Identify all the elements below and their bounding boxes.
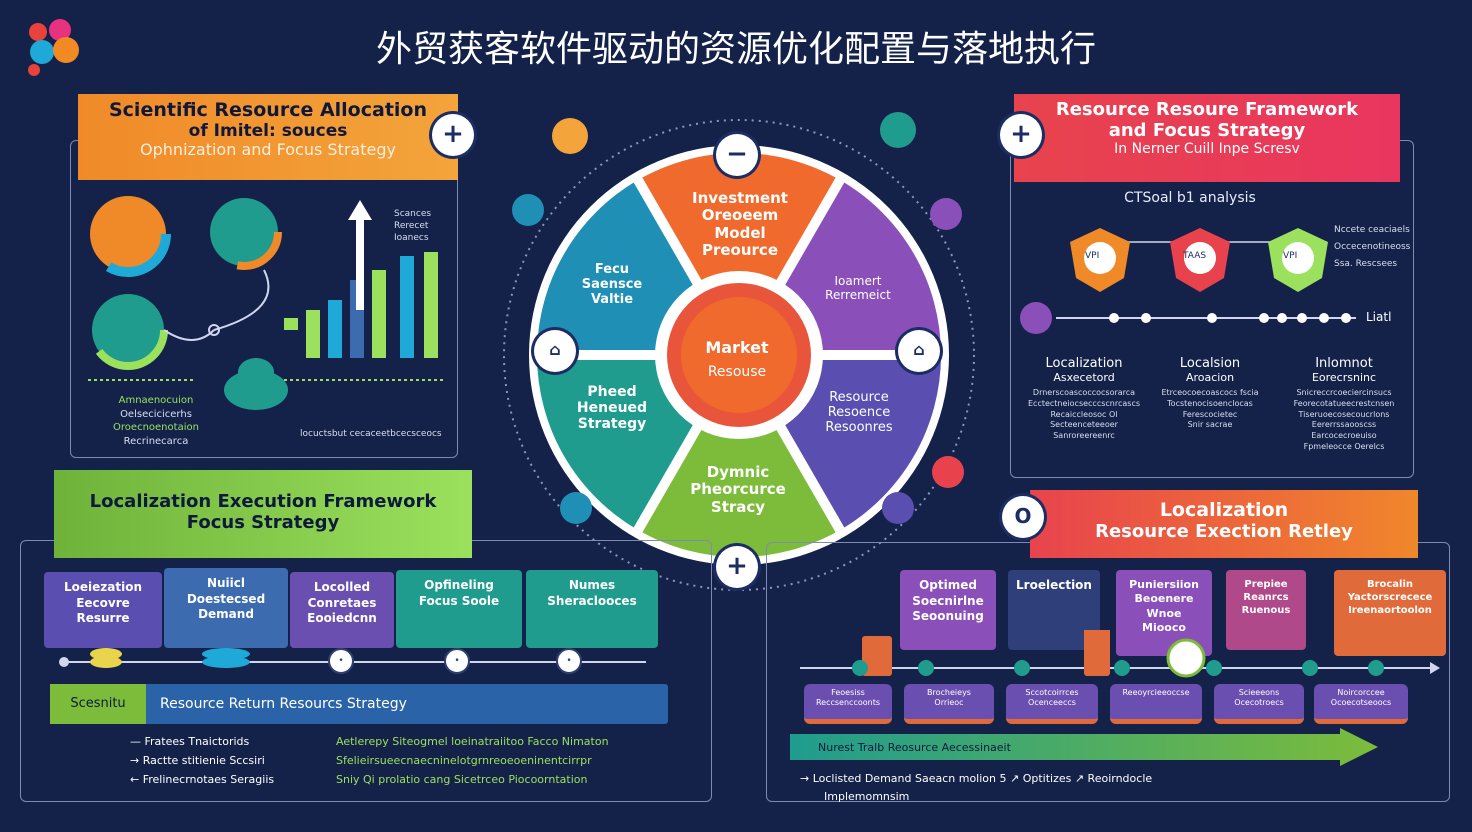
wheel-left-button[interactable]: ⌂: [534, 330, 576, 372]
shield-label: VPI: [1283, 251, 1298, 261]
bottom-right-footer: → Loclisted Demand Saeacn molion 5 ↗ Opt…: [800, 770, 1152, 806]
bottom-right-banner: Localization Resource Exection Retley: [1030, 490, 1418, 558]
bottom-right-circle-button[interactable]: O: [1002, 496, 1044, 538]
top-right-shields: [1020, 228, 1356, 334]
top-left-banner: Scientific Resource Allocation of Imitel…: [78, 94, 458, 180]
framework-step[interactable]: Loeiezation Eecovre Resurre: [44, 572, 162, 648]
top-right-column: Localization Asxecetord Drnerscoascoccoc…: [1027, 356, 1141, 441]
segment-top-label: Investment Oreoeem Model Preource: [692, 189, 788, 259]
strategy-bar[interactable]: Scesnitu Resource Return Resourcs Strate…: [50, 684, 668, 724]
footer-line: → Loclisted Demand Saeacn molion 5 ↗ Opt…: [800, 772, 1153, 785]
top-right-banner-title: Resource Resoure Framework: [1055, 99, 1359, 120]
execution-card[interactable]: Brocalin Yactorscrecece Ireenaortoolon: [1334, 570, 1446, 656]
top-left-axis-caption: locuctsbut cecaceetbcecsceocs: [300, 429, 442, 439]
timeline-node[interactable]: •: [444, 648, 470, 674]
wheel-right-button[interactable]: ⌂: [898, 330, 940, 372]
top-right-column: Localsion Aroacion Etrceocoecoascocs fsc…: [1161, 356, 1259, 430]
top-left-legend: Scances Rerecet Ioanecs: [394, 208, 431, 244]
legend-item: Rerecet: [394, 221, 429, 232]
bottom-right-timeline: [800, 630, 1440, 678]
execution-card[interactable]: Prepiee Reanrcs Ruenous: [1226, 570, 1306, 650]
top-left-plus-button[interactable]: +: [432, 114, 474, 156]
shield-label: VPI: [1085, 251, 1100, 261]
footer-line: Implemomnsim: [824, 790, 910, 803]
shield-label: TAAS: [1183, 251, 1207, 261]
framework-step[interactable]: Nuiicl Doestecsed Demand: [164, 568, 288, 648]
bottom-left-list: — Fratees Tnaictorids → Ractte stitienie…: [130, 732, 274, 789]
timeline-end-label: Liatl: [1366, 310, 1392, 324]
process-pill[interactable]: Scieeeons Ocecotroecs: [1214, 684, 1304, 724]
top-left-banner-subtitle: of Imitel: souces: [188, 120, 348, 141]
execution-card[interactable]: Optimed Soecnirlne Seoonuing: [900, 570, 996, 650]
top-left-charts: [85, 191, 444, 410]
process-pill[interactable]: Sccotcoirrces Ocenceeccs: [1006, 684, 1098, 724]
process-pill[interactable]: Noircorccee Ocoecotseoocs: [1314, 684, 1408, 724]
page-title: 外贸获客软件驱动的资源优化配置与落地执行: [375, 29, 1096, 70]
process-pill[interactable]: Brocheieys Orrieoc: [904, 684, 994, 724]
list-item: → Ractte stitienie Sccsiri: [130, 754, 265, 767]
top-right-plus-button[interactable]: +: [1000, 114, 1042, 156]
wheel-plus-button[interactable]: +: [716, 546, 758, 588]
center-wheel: [503, 112, 975, 591]
top-left-banner-caption: Ophnization and Focus Strategy: [140, 140, 396, 160]
wheel-minus-button[interactable]: −: [716, 134, 758, 176]
top-right-chart-title: CTSoal b1 analysis: [1124, 190, 1256, 206]
segment-top-right-label: Ioamert Rerremeict: [825, 274, 891, 302]
segment-bottom-label: Dymnic Pheorcurce Stracy: [690, 463, 786, 516]
bottom-left-banner-subtitle: Focus Strategy: [186, 511, 340, 533]
timeline-node[interactable]: •: [556, 648, 582, 674]
top-left-banner-title: Scientific Resource Allocation: [108, 99, 427, 121]
framework-step[interactable]: Locolled Conretaes Eooiedcnn: [290, 572, 394, 648]
legend-item: Ioanecs: [394, 233, 429, 244]
strategy-bar-tag: Scesnitu: [50, 684, 146, 724]
process-pill[interactable]: Feoesiss Reccsenccoonts: [804, 684, 892, 724]
top-right-banner-caption: In Nerner Cuill Inpe Scresv: [1114, 141, 1300, 158]
bottom-left-timeline: [59, 648, 646, 668]
bottom-left-banner: Localization Execution Framework Focus S…: [54, 470, 472, 558]
assessment-arrow-label: Nurest Tralb Reosurce Aecessinaeit: [818, 741, 1011, 754]
segment-top-left-label: Fecu Saensce Valtie: [581, 262, 643, 307]
hub-title: Market: [705, 338, 769, 357]
top-right-legend: Nccete ceaciaels Occecenotineoss Ssa. Re…: [1334, 225, 1411, 270]
process-pill[interactable]: Reeoyrcieeoccse: [1110, 684, 1202, 724]
top-right-banner: Resource Resoure Framework and Focus Str…: [1014, 94, 1400, 182]
hub-subtitle: Resouse: [707, 364, 767, 380]
segment-bottom-right-label: Resource Resoence Resoonres: [825, 390, 893, 435]
bottom-right-banner-subtitle: Resource Exection Retley: [1095, 520, 1353, 542]
top-right-banner-subtitle: and Focus Strategy: [1108, 119, 1306, 141]
logo: [24, 18, 94, 78]
framework-step[interactable]: Opfineling Focus Soole: [396, 570, 522, 648]
framework-step[interactable]: Numes Sheraclooces: [526, 570, 658, 648]
legend-item: Scances: [394, 209, 432, 219]
bottom-right-banner-title: Localization: [1159, 499, 1289, 521]
bottom-left-notes: Aetlerepy Siteogmel loeinatraiitoo Facco…: [336, 735, 609, 786]
timeline-node[interactable]: •: [328, 648, 354, 674]
top-right-column: Inlomnot Eorecrsninc Snicreccrcoeciercin…: [1293, 356, 1395, 451]
assessment-arrow: [790, 728, 1378, 766]
bottom-left-banner-title: Localization Execution Framework: [89, 491, 437, 512]
strategy-bar-label: Resource Return Resourcs Strategy: [160, 696, 407, 712]
list-item: ← Frelinecrnotaes Seragiis: [130, 773, 275, 786]
list-item: — Fratees Tnaictorids: [130, 735, 250, 748]
segment-bottom-left-label: Pheed Heneued Strategy: [576, 384, 648, 432]
top-left-caption: Amnaenocuion Oelsecicicerhs Oroecnoenota…: [113, 395, 199, 447]
